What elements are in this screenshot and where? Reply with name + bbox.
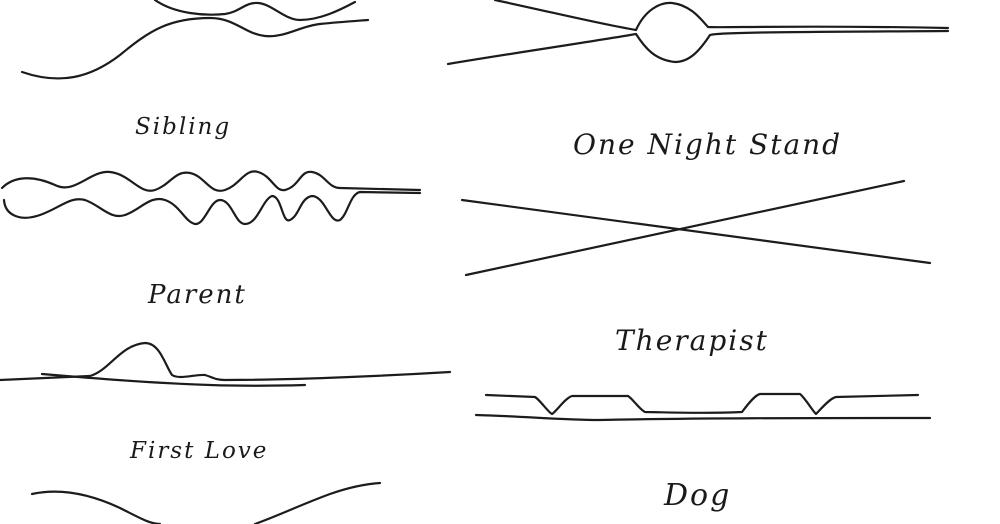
label-one-night-stand: One Night Stand [573, 128, 843, 161]
label-sibling: Sibling [135, 114, 232, 140]
panel-first-love-lines [30, 481, 382, 524]
label-therapist: Therapist [615, 324, 769, 357]
label-first-love: First Love [130, 438, 269, 464]
panel-parent-lines [0, 341, 452, 387]
panel-top-right-lines [446, 0, 950, 66]
label-parent: Parent [148, 280, 247, 310]
panel-one-night-stand-lines [460, 179, 932, 277]
panel-sibling-lines [0, 170, 422, 226]
label-dog: Dog [664, 478, 732, 513]
panel-top-left-lines [20, 0, 370, 80]
panel-therapist-lines [474, 392, 932, 422]
